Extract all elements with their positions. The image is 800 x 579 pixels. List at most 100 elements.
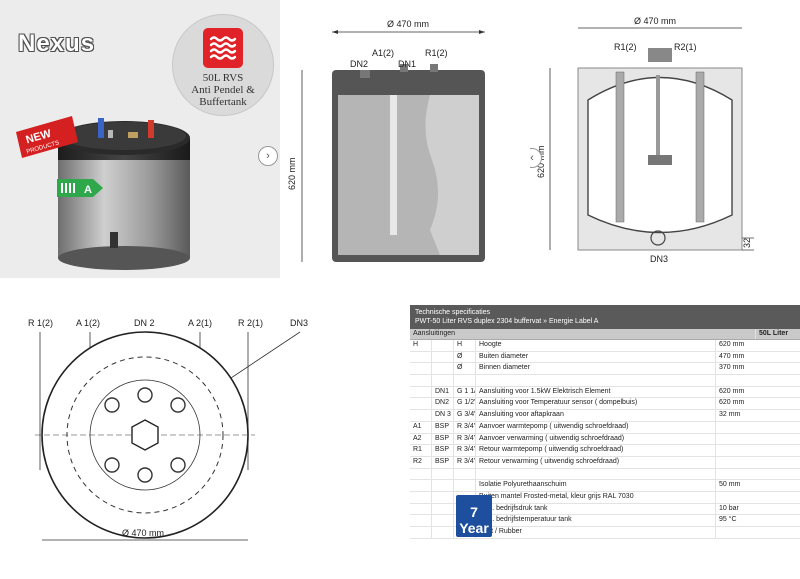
warranty-seal-icon: 7 Year — [456, 495, 492, 537]
table-cell: 620 mm — [719, 387, 745, 395]
table-cell — [410, 480, 432, 491]
table-cell: 370 mm — [719, 364, 745, 372]
table-cell — [410, 515, 432, 526]
table-cell — [432, 527, 454, 538]
spec-table: Technische specificaties PWT-50 Liter RV… — [410, 305, 800, 577]
table-cell — [716, 445, 760, 456]
table-cell — [410, 491, 432, 503]
table-cell: Binnen diameter — [476, 363, 716, 375]
table-row — [410, 468, 800, 481]
spec-title: Technische specificaties — [415, 309, 491, 316]
side-view-drawing: Ø 470 mm 620 mm DN2 A1(2) DN1 R1(2) — [280, 0, 530, 278]
width-dimension: Ø 470 mm — [387, 19, 429, 29]
label-a2: A 2(1) — [188, 318, 212, 328]
label-r1: R1(2) — [614, 42, 637, 52]
table-cell: H — [410, 340, 432, 351]
label-r1: R 1(2) — [28, 318, 53, 328]
warranty-years: 7 Year — [459, 504, 489, 536]
table-cell — [716, 469, 760, 480]
table-cell: H — [454, 340, 476, 351]
label-r1: R1(2) — [425, 48, 448, 58]
table-cell: 32 mm — [719, 411, 741, 419]
energy-label-value: A — [84, 184, 92, 196]
product-photo-panel: Nexus 50L RVS Anti Pendel & Buffertank — [0, 0, 280, 278]
table-cell: R1 — [410, 445, 432, 456]
table-cell: DN 3 — [432, 410, 454, 421]
table-cell: 620 mm — [719, 399, 745, 407]
new-products-ribbon: NEW PRODUCTS — [16, 116, 78, 158]
label-r2: R 2(1) — [238, 318, 263, 328]
table-cell: Aanvoer verwarming ( uitwendig schroefdr… — [476, 433, 716, 445]
product-badge: 50L RVS Anti Pendel & Buffertank — [172, 14, 274, 116]
table-cell — [432, 491, 454, 503]
table-cell: 620 mm — [719, 341, 745, 348]
table-cell — [716, 527, 760, 538]
table-cell: A1 — [410, 421, 432, 433]
table-cell — [410, 398, 432, 410]
height-dimension: 620 mm — [287, 157, 297, 190]
table-cell — [716, 492, 760, 503]
label-r2: R2(1) — [674, 42, 697, 52]
table-cell: Ø — [454, 363, 476, 375]
next-arrow-icon[interactable]: › — [258, 146, 278, 166]
heating-waves-icon — [203, 28, 243, 68]
table-cell: Aansluiting voor Temperatuur sensor ( do… — [476, 398, 716, 410]
table-cell: R 3/4" — [454, 433, 476, 445]
table-cell — [432, 503, 454, 515]
table-cell: 95 °C — [719, 516, 737, 524]
table-cell: G 1 1/2" — [454, 386, 476, 398]
label-dn2: DN 2 — [134, 318, 155, 328]
label-dn3: DN3 — [650, 254, 668, 264]
table-cell — [410, 503, 432, 515]
top-view-drawing: R 1(2) A 1(2) DN 2 A 2(1) R 2(1) DN3 Ø 4… — [0, 300, 400, 579]
table-cell: DN2 — [432, 398, 454, 410]
table-cell — [410, 363, 432, 375]
table-cell — [432, 375, 454, 386]
table-cell: Hoogte — [476, 340, 716, 351]
table-cell: G 1/2" — [454, 398, 476, 410]
table-cell: Aansluiting voor 1.5kW Elektrisch Elemen… — [476, 386, 716, 398]
table-cell: BSP — [432, 421, 454, 433]
table-cell — [410, 386, 432, 398]
spec-header: Technische specificaties PWT-50 Liter RV… — [410, 305, 800, 329]
table-cell — [432, 515, 454, 526]
spec-subtitle: PWT-50 Liter RVS duplex 2304 buffervat »… — [415, 318, 599, 325]
table-cell — [476, 468, 716, 480]
table-row — [410, 375, 800, 387]
table-cell: BSP — [432, 433, 454, 445]
brand-logo: Nexus — [18, 30, 96, 57]
energy-label-icon: A — [57, 179, 103, 197]
spec-column-header: Aansluitingen 50L Liter — [410, 329, 800, 340]
table-cell — [716, 375, 760, 386]
table-cell: Voet / Rubber — [476, 527, 716, 538]
table-cell — [432, 351, 454, 363]
table-cell: R 3/4" — [454, 445, 476, 456]
badge-text: 50L RVS Anti Pendel & Buffertank — [191, 72, 255, 108]
table-cell: 50 mm — [719, 481, 741, 489]
table-cell — [716, 457, 760, 468]
table-cell — [410, 527, 432, 538]
table-cell — [432, 340, 454, 351]
bottom-dimension: 32 — [742, 238, 752, 248]
section-view-drawing: Ø 470 mm 620 mm 32 DN3 R1(2) R2(1) ‹ — [530, 0, 800, 278]
table-cell — [454, 468, 476, 480]
header-capacity: 50L Liter — [759, 330, 789, 337]
table-cell — [454, 480, 476, 491]
table-cell: BSP — [432, 456, 454, 468]
table-cell: R 3/4" — [454, 421, 476, 433]
width-dimension: Ø 470 mm — [634, 16, 676, 26]
label-a1: A 1(2) — [76, 318, 100, 328]
table-cell: 10 bar — [719, 504, 739, 512]
table-cell: Aansluiting voor aftapkraan — [476, 410, 716, 421]
table-cell — [410, 351, 432, 363]
table-cell — [410, 468, 432, 480]
width-dimension: Ø 470 mm — [122, 528, 164, 538]
